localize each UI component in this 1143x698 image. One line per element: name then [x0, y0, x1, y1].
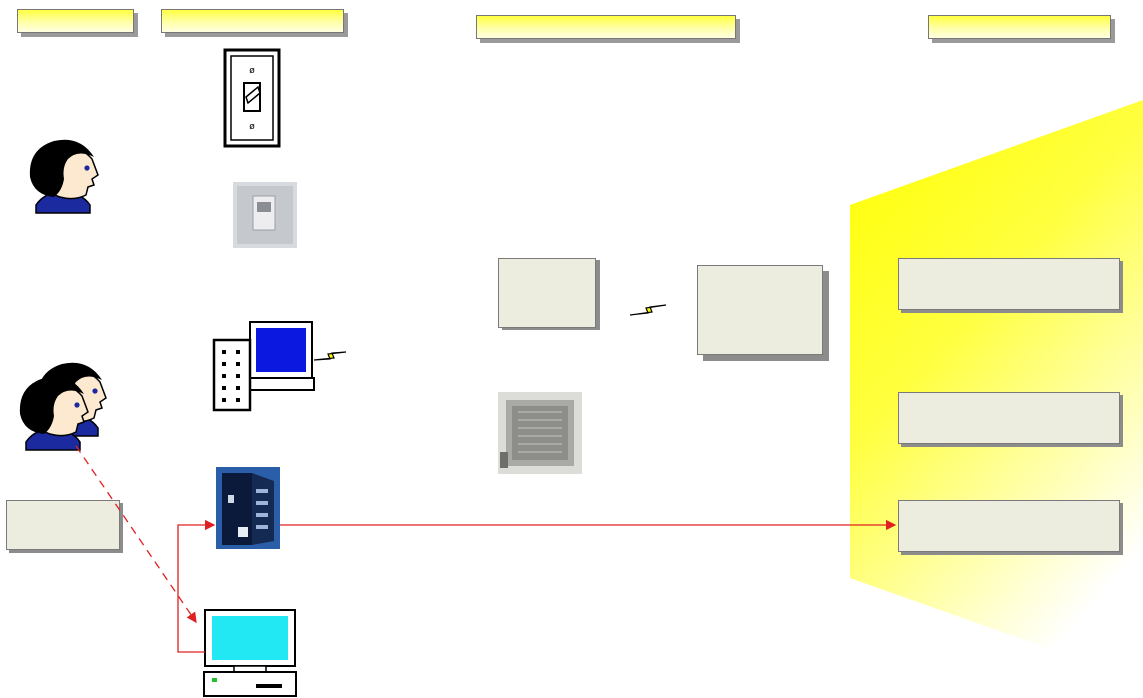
rocker-switch-icon [233, 182, 297, 248]
control-panel-icon [216, 467, 280, 549]
lightning-bolt-icon [629, 304, 667, 316]
person-icon [29, 139, 99, 214]
two-people-icon [19, 362, 107, 451]
svg-text:ø: ø [249, 66, 255, 76]
right-box-2 [898, 392, 1120, 444]
header-4 [928, 15, 1111, 39]
right-box-1 [898, 258, 1120, 310]
right-box-3 [898, 500, 1120, 552]
left-box [6, 500, 120, 550]
toggle-switch-icon: ø ø [223, 48, 281, 148]
svg-text:ø: ø [249, 122, 255, 132]
center-box-b [697, 265, 831, 361]
desktop-computer-icon [203, 609, 297, 697]
header-2 [161, 9, 344, 33]
metal-box-icon [498, 392, 582, 474]
header-1 [17, 9, 134, 33]
center-box-a [498, 258, 600, 328]
center-box-a-label [498, 258, 596, 328]
computer-keypad-icon [212, 321, 315, 412]
lightning-bolt-icon [313, 351, 347, 361]
header-3 [476, 15, 736, 39]
center-box-b-label [697, 265, 823, 355]
